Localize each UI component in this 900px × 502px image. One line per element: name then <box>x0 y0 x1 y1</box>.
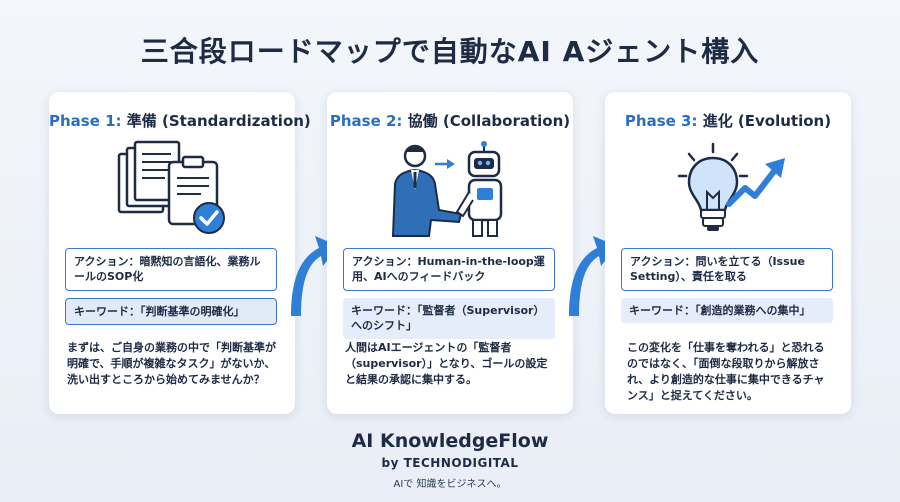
phase-card-3: Phase 3: 進化 (Evolution) アクション：問いを立てる（Iss… <box>605 92 851 414</box>
phase-name: 準備 (Standardization) <box>126 112 311 130</box>
brand-tagline: AIで 知識をビジネスへ。 <box>393 479 507 490</box>
brand-by: by TECHNODIGITAL <box>381 456 519 470</box>
brand-name: AI KnowledgeFlow <box>351 430 549 452</box>
phase-description: まずは、ご自身の業務の中で「判断基準が明確で、手順が複雑なタスク」がないか、洗い… <box>67 341 276 386</box>
action-box: アクション：暗黙知の言語化、業務ルールのSOP化 <box>65 248 277 291</box>
phase-card-1: Phase 1: 準備 (Standardization) アクション：暗黙知の… <box>49 92 311 414</box>
human-robot-handshake-icon <box>391 141 503 237</box>
phase-card-2: Phase 2: 協働 (Collaboration) アクション：Human-… <box>327 92 573 414</box>
phase-name: 協働 (Collaboration) <box>407 112 571 130</box>
phase-description: 人間はAIエージェントの「監督者（supervisor）」となり、ゴールの設定と… <box>345 341 548 386</box>
phase-label: Phase 1: <box>49 112 122 130</box>
lightbulb-growth-arrow-icon <box>677 142 785 231</box>
phase-name: 進化 (Evolution) <box>702 112 832 130</box>
action-box: アクション：問いを立てる（Issue Setting）、責任を取る <box>621 248 833 291</box>
phase-description: この変化を「仕事を奪われる」と恐れるのではなく、「面倒な段取りから解放され、より… <box>627 341 825 402</box>
keyword-box: キーワード：「判断基準の明確化」 <box>65 298 277 326</box>
phase-title: Phase 1: 準備 (Standardization) <box>49 110 311 131</box>
action-box: アクション：Human-in-the-loop運用、AIへのフィードバック <box>343 248 555 291</box>
phase-label: Phase 2: <box>329 112 403 130</box>
phase-title: Phase 3: 進化 (Evolution) <box>605 110 851 131</box>
phase-label: Phase 3: <box>624 112 698 130</box>
keyword-box: キーワード：「創造的業務への集中」 <box>621 298 833 324</box>
documents-clipboard-check-icon <box>117 140 225 234</box>
page-title: 三合段ロードマップで自動なAI Aジェント構入 <box>140 35 760 68</box>
phase-title: Phase 2: 協働 (Collaboration) <box>327 110 573 131</box>
keyword-box: キーワード：「監督者（Supervisor）へのシフト」 <box>343 298 555 339</box>
